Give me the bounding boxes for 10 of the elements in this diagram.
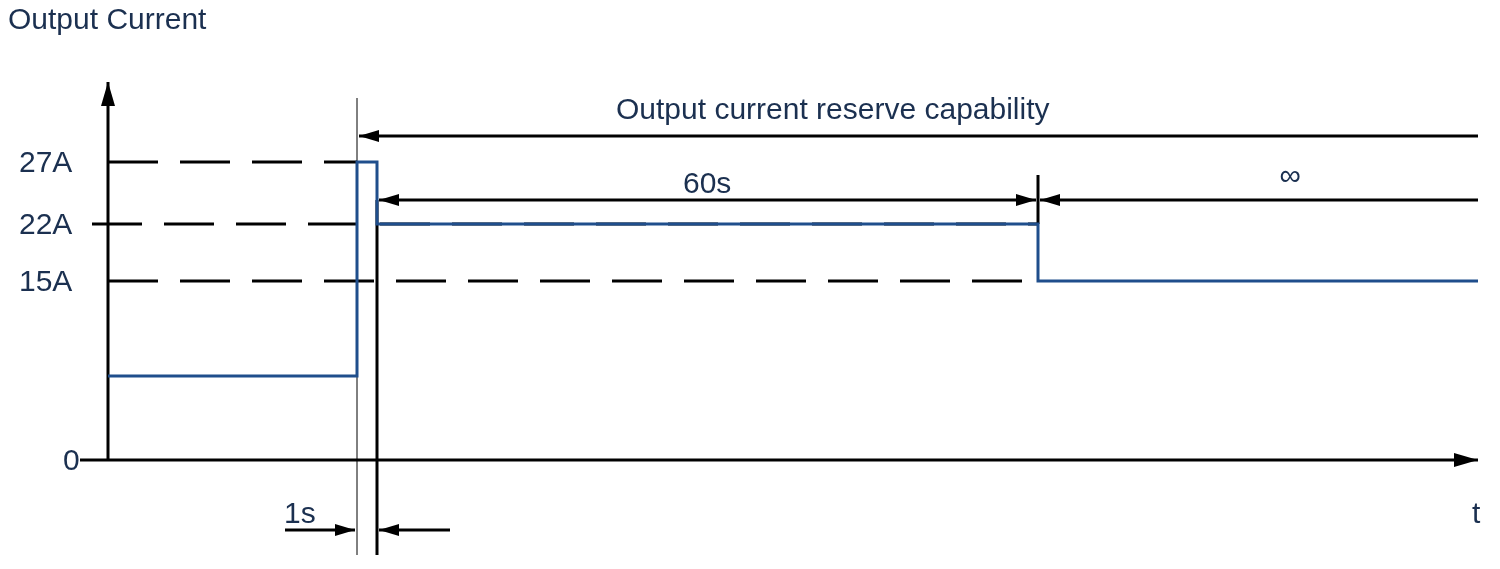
tick-label: 15A: [19, 264, 73, 298]
axis-title: t: [1472, 496, 1481, 530]
axis-title: Output Current: [8, 2, 207, 36]
tick-label: 27A: [19, 145, 73, 179]
tick-label: 0: [63, 443, 80, 477]
dimension-label: 1s: [284, 496, 316, 530]
dimension-label: ∞: [1279, 158, 1301, 192]
tick-label: 22A: [19, 207, 73, 241]
dimension-label: Output current reserve capability: [616, 92, 1050, 126]
dimension-label: 60s: [683, 166, 732, 200]
